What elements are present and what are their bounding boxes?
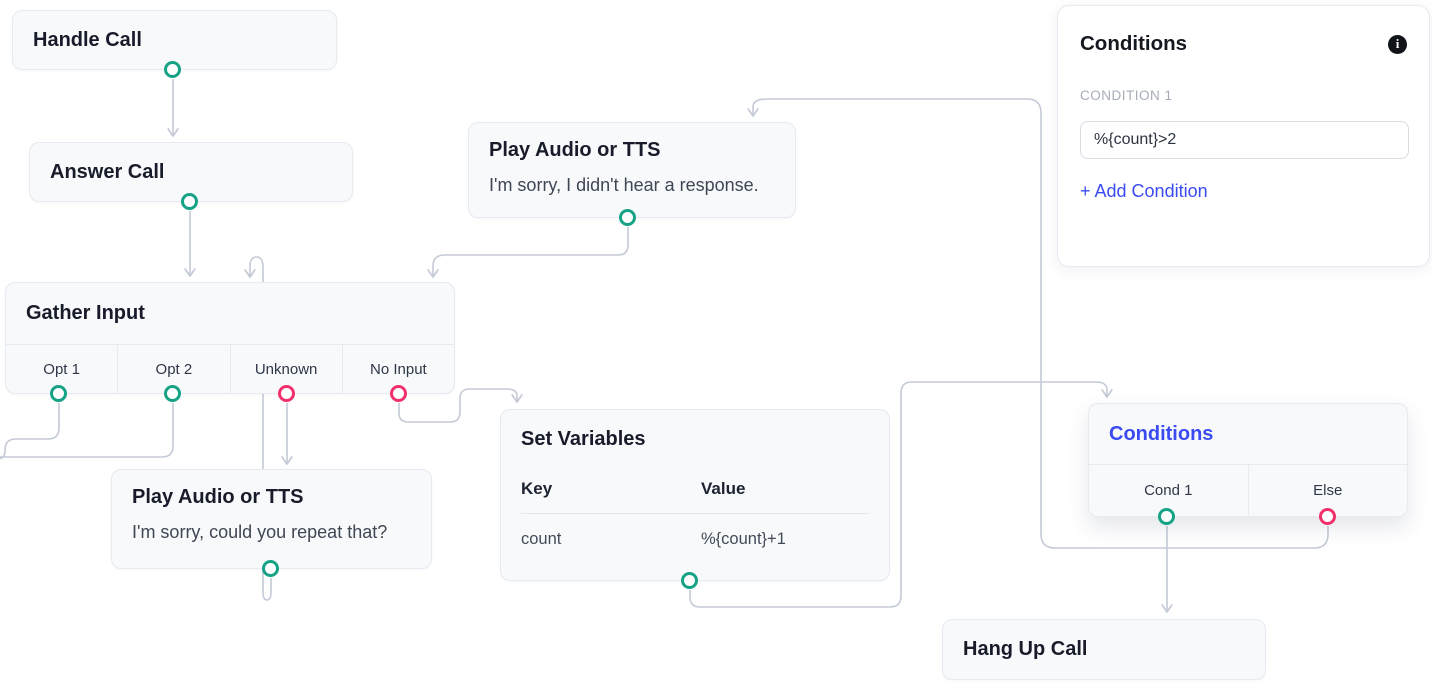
option-opt1: Opt 1: [43, 360, 80, 378]
node-body-text: I'm sorry, could you repeat that?: [132, 522, 388, 542]
edge-setvars-to-conditions[interactable]: [689, 381, 1107, 608]
node-conditions[interactable]: Conditions Cond 1 Else: [1088, 403, 1408, 517]
condition-input[interactable]: [1080, 121, 1409, 159]
node-title: Conditions: [1109, 422, 1214, 445]
node-play-tts-no-response[interactable]: Play Audio or TTS I'm sorry, I didn't he…: [468, 122, 796, 218]
port-ttsbottom-out[interactable]: [262, 560, 279, 577]
edge-opt1-offscreen[interactable]: [0, 403, 60, 460]
option-cond1: Cond 1: [1144, 482, 1193, 499]
node-title: Answer Call: [50, 160, 165, 183]
port-set-variables-out[interactable]: [681, 572, 698, 589]
node-title: Play Audio or TTS: [489, 139, 661, 161]
conditions-panel: Conditions i CONDITION 1 + Add Condition: [1057, 5, 1430, 267]
port-conditions-else[interactable]: [1319, 508, 1336, 525]
option-no-input: No Input: [341, 345, 454, 393]
node-title: Gather Input: [26, 302, 145, 324]
info-icon-glyph: i: [1395, 36, 1400, 51]
port-gather-unknown[interactable]: [278, 385, 295, 402]
node-title: Handle Call: [33, 28, 142, 51]
option-opt2: Opt 2: [117, 345, 229, 393]
node-gather-input[interactable]: Gather Input Opt 1 Opt 2 Unknown No Inpu…: [5, 282, 455, 394]
table-divider: [521, 513, 869, 514]
port-answer-call-out[interactable]: [181, 193, 198, 210]
add-condition-link[interactable]: + Add Condition: [1080, 181, 1208, 201]
node-answer-call[interactable]: Answer Call: [29, 142, 353, 202]
node-title: Hang Up Call: [963, 638, 1088, 660]
conditions-options-row: Cond 1 Else: [1089, 465, 1407, 516]
cell-key: count: [521, 530, 562, 548]
info-icon[interactable]: i: [1388, 34, 1407, 54]
port-handle-call-out[interactable]: [164, 61, 181, 78]
column-header-key: Key: [521, 479, 553, 498]
node-body-text: I'm sorry, I didn't hear a response.: [489, 175, 759, 195]
column-header-value: Value: [701, 479, 746, 498]
table-row: count %{count}+1: [521, 530, 869, 549]
node-title: Play Audio or TTS: [132, 486, 304, 508]
option-unknown: Unknown: [229, 345, 342, 393]
edge-ttsbottom-to-gather[interactable]: [250, 256, 272, 601]
port-ttstop-out[interactable]: [619, 209, 636, 226]
node-hang-up-call[interactable]: Hang Up Call: [942, 619, 1266, 680]
edge-noinput-to-setvars[interactable]: [398, 388, 517, 423]
port-gather-opt1[interactable]: [50, 385, 67, 402]
gather-options-row: Opt 1 Opt 2 Unknown No Input: [6, 345, 454, 393]
node-set-variables[interactable]: Set Variables Key Value count %{count}+1: [500, 409, 890, 581]
port-gather-opt2[interactable]: [164, 385, 181, 402]
node-handle-call[interactable]: Handle Call: [12, 10, 337, 70]
condition-section-label: CONDITION 1: [1080, 88, 1173, 103]
edge-else-to-ttstop[interactable]: [753, 98, 1329, 549]
port-conditions-cond1[interactable]: [1158, 508, 1175, 525]
option-else: Else: [1247, 465, 1408, 516]
variables-table: Key Value count %{count}+1: [521, 479, 869, 549]
edge-opt2-offscreen[interactable]: [0, 403, 174, 458]
cell-value: %{count}+1: [701, 530, 786, 548]
edge-ttstop-to-gather[interactable]: [433, 227, 629, 277]
panel-title: Conditions: [1080, 32, 1188, 55]
node-title: Set Variables: [521, 428, 646, 450]
port-gather-no-input[interactable]: [390, 385, 407, 402]
node-play-tts-repeat[interactable]: Play Audio or TTS I'm sorry, could you r…: [111, 469, 432, 569]
